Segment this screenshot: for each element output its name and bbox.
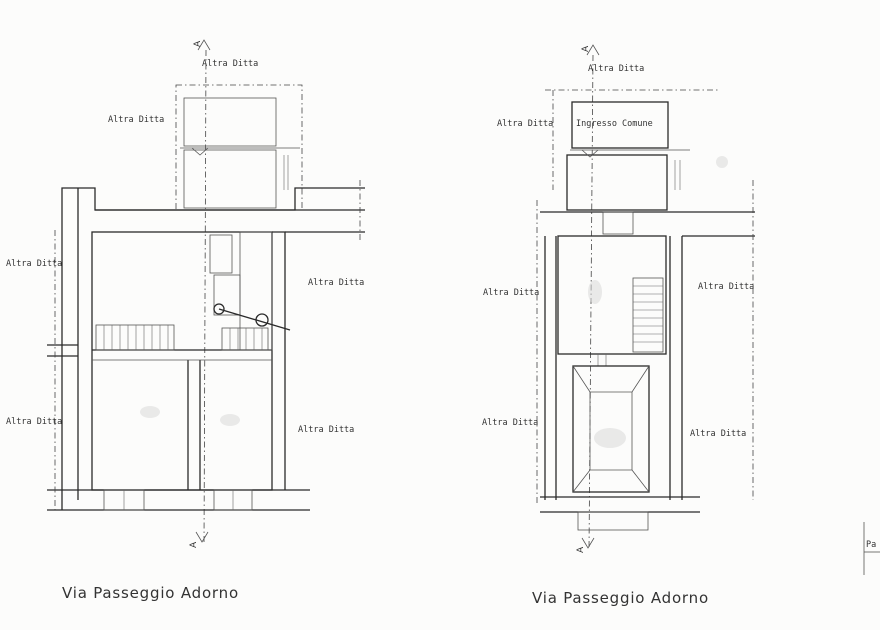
section-arrow-top-left <box>197 39 211 51</box>
neighbour-label: Altra Ditta <box>108 115 164 125</box>
section-arrow-top-right <box>586 44 600 56</box>
neighbour-label: Altra Ditta <box>202 59 258 69</box>
right-floor-plan <box>536 44 755 551</box>
entrance-step-right <box>577 511 649 531</box>
section-label-top-right: A <box>581 45 591 52</box>
street-label-right: Via Passeggio Adorno <box>532 589 709 607</box>
shaft-left <box>209 234 233 274</box>
upper-room-right <box>557 235 667 355</box>
section-label-top-left: A <box>193 40 203 47</box>
upper-room-left <box>183 97 277 147</box>
lower-room-right <box>572 365 650 493</box>
left-floor-plan <box>47 39 365 546</box>
section-label-bottom-right: A <box>576 546 586 553</box>
room-label-ingresso-comune: Ingresso Comune <box>576 119 653 129</box>
section-label-bottom-left: A <box>189 541 199 548</box>
upper-room2-left <box>183 149 277 209</box>
outer-wall-left <box>61 187 365 510</box>
neighbour-label: Altra Ditta <box>690 429 746 439</box>
upper-block-outline-left <box>175 84 303 211</box>
neighbour-label: Altra Ditta <box>482 418 538 428</box>
staircase-left <box>95 324 175 351</box>
neighbour-label: Altra Ditta <box>497 119 553 129</box>
section-line-right <box>588 54 594 551</box>
building-outline-left <box>91 231 273 491</box>
section-arrow-bottom-right <box>581 537 595 549</box>
neighbour-label: Altra Ditta <box>698 282 754 292</box>
neighbour-label: Altra Ditta <box>298 425 354 435</box>
section-line-left <box>203 49 207 546</box>
neighbour-label: Altra Ditta <box>6 259 62 269</box>
neighbour-label: Altra Ditta <box>6 417 62 427</box>
neighbour-label: Altra Ditta <box>483 288 539 298</box>
section-arrow-bottom-left <box>195 531 209 543</box>
neighbour-label: Altra Ditta <box>588 64 644 74</box>
edge-text-fragment: Pa <box>866 540 876 550</box>
street-label-left: Via Passeggio Adorno <box>62 584 239 602</box>
staircase-right <box>632 277 664 353</box>
neighbour-label: Altra Ditta <box>308 278 364 288</box>
ingresso-comune-room <box>571 101 669 149</box>
fixture-circle-1 <box>213 303 225 315</box>
